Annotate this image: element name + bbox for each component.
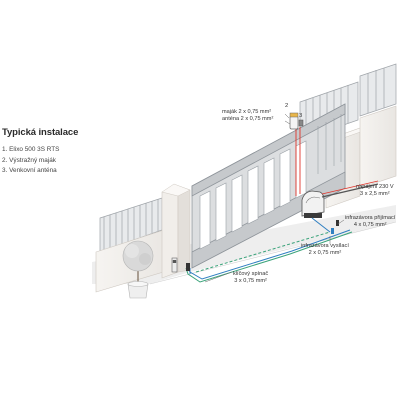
marker-2: 2 [285,103,289,109]
keyswitch-callout-line2: 3 x 0,75 mm² [234,277,267,284]
photocell-sensors [186,220,339,271]
transmitter-callout-line1: infrazávora vysílací [301,243,349,249]
beacon-callout-line2: anténa 2 x 0,75 mm² [222,115,274,122]
legend-item-antenna: 3. Venkovní anténa [2,167,57,175]
power-callout-line2: 3 x 2,5 mm² [360,190,390,197]
leader-lines [204,113,363,283]
beacon-callout-line1: maják 2 x 0,75 mm² [222,109,272,115]
transmitter-callout: infrazávora vysílací 2 x 0,75 mm² [301,243,349,256]
receiver-callout-line2: 4 x 0,75 mm² [353,221,387,228]
marker-3: 3 [299,113,303,119]
legend-item-motor: 1. Elixo 500 3S RTS [2,146,60,153]
receiver-callout-line1: infrazávora přijímací [345,215,396,221]
power-cable [321,180,379,198]
power-callout-line1: napájení 230 V [356,184,394,190]
keyswitch-callout-line1: klíčový spínač [233,271,269,277]
left-pillar [161,183,191,279]
receiver-callout: infrazávora přijímací 4 x 0,75 mm² [345,215,395,228]
transmitter-callout-line2: 2 x 0,75 mm² [308,249,342,256]
legend-title: Typická instalace [2,127,79,138]
power-callout: napájení 230 V 3 x 2,5 mm² [356,184,394,197]
beacon-lamp [289,112,304,130]
beacon-callout: maják 2 x 0,75 mm² anténa 2 x 0,75 mm² [222,109,273,122]
key-switch [171,257,178,273]
installation-legend: Typická instalace 1. Elixo 500 3S RTS 2.… [2,127,78,177]
legend-list: 1. Elixo 500 3S RTS 2. Výstražný maják 3… [2,145,78,177]
beacon-cables [295,127,301,196]
keyswitch-callout: klíčový spínač 3 x 0,75 mm² [233,271,268,284]
legend-item-beacon: 2. Výstražný maják [2,156,56,164]
gate-motor [301,190,325,218]
potted-tree [122,240,154,299]
